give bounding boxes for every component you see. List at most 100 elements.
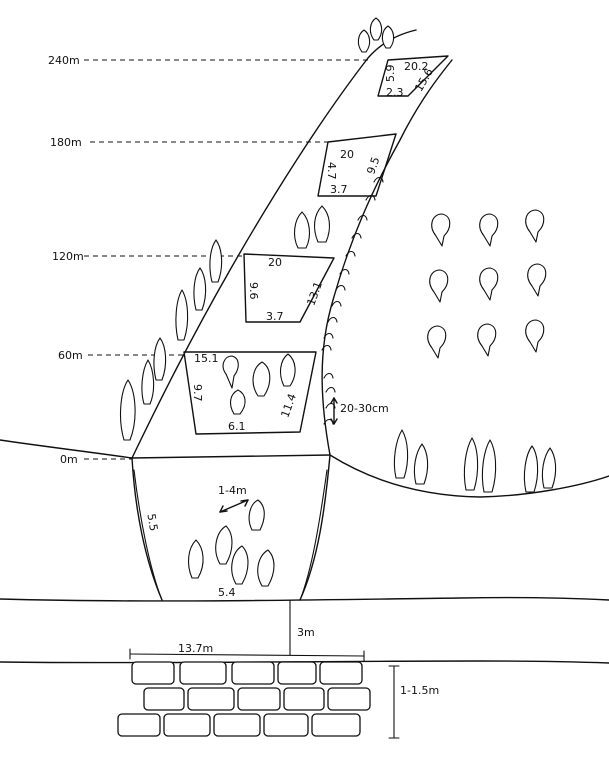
altitude-label-0: 0m [60, 453, 78, 466]
orchard-trees [427, 209, 547, 359]
brick [117, 713, 161, 737]
altitude-label-60: 60m [58, 349, 83, 362]
wall-height-label: 1-1.5m [400, 684, 439, 697]
tree-icon [313, 205, 331, 243]
brick [263, 713, 309, 737]
section-180-top: 20 [340, 148, 354, 161]
brick [163, 713, 211, 737]
section-120-left: 9.6 [247, 282, 260, 300]
tree-icon [481, 439, 497, 493]
section-60-right: 11.4 [278, 392, 299, 419]
tree-icon [193, 267, 207, 311]
altitude-label-180: 180m [50, 136, 82, 149]
slope-left-edge [131, 29, 417, 459]
ground-line-right [329, 454, 609, 498]
tree-icon [257, 549, 275, 587]
base-section-left: 5.5 [144, 513, 160, 532]
section-240-top: 20.2 [404, 60, 429, 73]
tree-icon [525, 209, 545, 243]
tree-icon [523, 445, 539, 493]
tree-icon [279, 353, 296, 387]
section-180-bottom: 3.7 [330, 183, 348, 196]
tree-icon [229, 389, 246, 415]
pit-right-wall [299, 454, 331, 601]
brick [283, 687, 325, 711]
brick [319, 661, 363, 685]
section-120-bottom: 3.7 [266, 310, 284, 323]
tree-icon [393, 429, 409, 479]
tree-icon [215, 525, 233, 565]
tree-icon [429, 269, 449, 303]
tree-icon [427, 325, 447, 359]
brick [237, 687, 281, 711]
tree-icon [369, 17, 383, 41]
brick [311, 713, 361, 737]
section-240-bottom: 2.3 [386, 86, 404, 99]
base-section-bottom: 5.4 [218, 586, 236, 599]
tree-icon [527, 263, 547, 297]
brick [187, 687, 235, 711]
poplar-row [393, 429, 557, 493]
brick [213, 713, 261, 737]
brick [231, 661, 275, 685]
section-180-right: 9.5 [364, 155, 382, 176]
pit-left-inner [133, 469, 163, 601]
tree-icon [153, 337, 167, 381]
tree-icon [119, 379, 136, 441]
tree-icon [479, 267, 499, 301]
tree-icon [175, 289, 189, 341]
section-180-box [317, 133, 397, 197]
section-180-left: 4.7 [325, 162, 338, 180]
brick [277, 661, 317, 685]
tree-spacing-arrow [219, 499, 249, 513]
section-120-box [243, 253, 335, 323]
root-depth-label: 20-30cm [340, 402, 389, 415]
pit-right-inner [299, 469, 328, 601]
section-60-box [183, 351, 317, 435]
tree-icon [231, 545, 249, 585]
altitude-label-240: 240m [48, 54, 80, 67]
tree-spacing-label: 1-4m [218, 484, 247, 497]
section-60-left: 9.7 [191, 384, 204, 402]
section-trees [187, 353, 296, 587]
road-bottom-line [0, 660, 609, 664]
road-top-line [0, 596, 609, 602]
wall-length-label: 13.7m [178, 642, 213, 655]
brick [131, 661, 175, 685]
brick [327, 687, 371, 711]
tree-icon [477, 323, 497, 357]
section-60-top: 15.1 [194, 352, 219, 365]
tree-icon [141, 359, 155, 405]
brick [179, 661, 227, 685]
root-depth-arrowheads [330, 397, 338, 425]
tree-icon [413, 443, 429, 485]
brick-wall [117, 661, 371, 737]
shrub [321, 176, 384, 351]
section-240-left: 5.9 [384, 65, 397, 83]
tree-icon [357, 29, 371, 53]
tree-icon [541, 447, 557, 489]
tree-icon [479, 213, 499, 247]
tree-icon [431, 213, 451, 247]
section-240-box [377, 55, 449, 97]
tree-icon [222, 355, 239, 389]
altitude-label-120: 120m [52, 250, 84, 263]
tree-icon [293, 211, 311, 249]
tree-icon [209, 239, 223, 283]
tree-icon [525, 319, 545, 353]
shrub [323, 372, 336, 425]
section-120-right: 13.1 [304, 280, 325, 307]
tree-icon [252, 361, 271, 397]
section-120-top: 20 [268, 256, 282, 269]
tree-icon [248, 499, 265, 531]
right-slope-shrubs [321, 176, 384, 425]
tree-icon [463, 437, 479, 491]
tree-spacing-arrowheads [219, 499, 249, 513]
wall-length-line [129, 653, 365, 657]
tree-icon [187, 539, 204, 579]
road-gap-label: 3m [297, 626, 315, 639]
section-60-bottom: 6.1 [228, 420, 246, 433]
ground-line-left [0, 439, 133, 459]
tree-icon [381, 25, 395, 49]
